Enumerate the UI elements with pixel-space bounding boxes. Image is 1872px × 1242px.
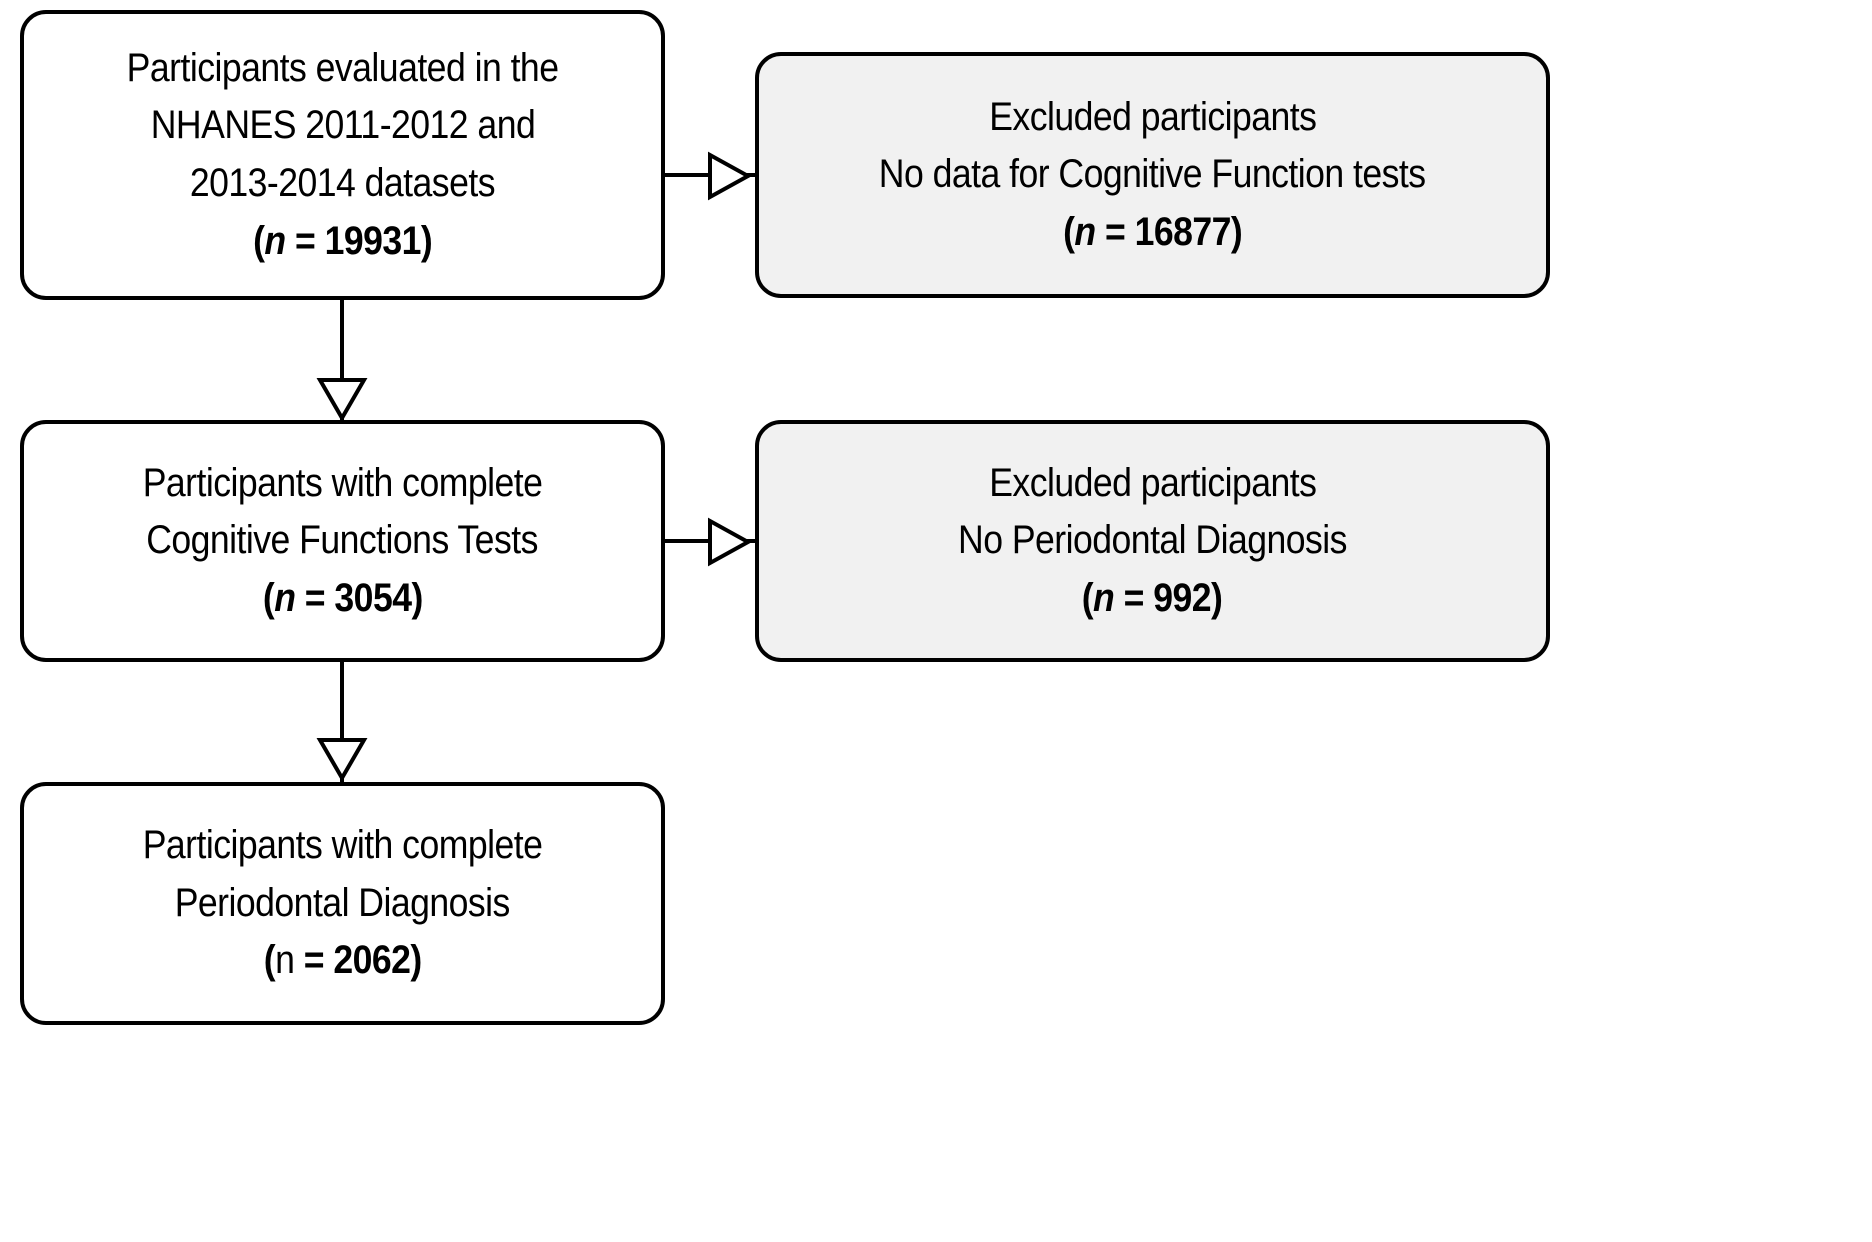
node-count: (n = 992): [1082, 570, 1223, 628]
n-symbol: n: [1074, 209, 1096, 254]
node-line-2: Cognitive Functions Tests: [146, 518, 539, 563]
node-count: (n = 16877): [1062, 204, 1243, 262]
connector-stub-box1-to-box2: [340, 414, 344, 424]
equals-sign: =: [295, 575, 335, 620]
node-line-3: 2013-2014 datasets: [189, 161, 496, 205]
count-value: 3054: [334, 575, 412, 620]
connector-stub-box2-to-excluded2: [745, 539, 759, 543]
connector-stub-box2-to-box3: [340, 774, 344, 784]
count-value: 16877: [1134, 209, 1231, 254]
n-symbol: n: [274, 938, 295, 983]
paren-open: (: [1082, 575, 1094, 620]
connector-line-box2-to-box3: [340, 662, 344, 740]
arrowhead-right-box1-to-excluded1: [708, 151, 753, 201]
node-line-2: NHANES 2011-2012 and: [150, 103, 535, 148]
node-complete-periodontal-diagnosis: Participants with complete Periodontal D…: [20, 782, 665, 1025]
node-line-2: No data for Cognitive Function tests: [879, 152, 1426, 197]
node-line-1: Participants with complete: [142, 823, 543, 868]
arrowhead-right-box2-to-excluded2: [708, 517, 753, 567]
node-line-1: Excluded participants: [988, 460, 1317, 505]
paren-close: ): [410, 938, 422, 983]
node-participants-evaluated: Participants evaluated in the NHANES 201…: [20, 10, 665, 300]
paren-close: ): [411, 575, 423, 620]
equals-sign: =: [1114, 575, 1154, 620]
arrowhead-down-box2-to-box3: [316, 738, 368, 782]
node-line-1: Excluded participants: [988, 94, 1317, 139]
n-symbol: n: [1093, 575, 1115, 620]
node-line-2: Periodontal Diagnosis: [174, 880, 511, 925]
node-excluded-no-periodontal-diagnosis: Excluded participants No Periodontal Dia…: [755, 420, 1550, 662]
paren-close: ): [420, 218, 433, 263]
node-count: (n = 3054): [263, 570, 423, 628]
node-count: (n = 2062): [263, 932, 422, 990]
equals-sign: =: [1095, 209, 1135, 254]
paren-open: (: [262, 575, 275, 620]
connector-line-box1-to-excluded1: [663, 173, 711, 177]
paren-open: (: [263, 938, 275, 983]
count-value: 19931: [324, 218, 421, 263]
node-count: (n = 19931): [252, 213, 433, 271]
paren-open: (: [1062, 209, 1075, 254]
count-value: 2062: [333, 938, 411, 983]
connector-line-box1-to-box2: [340, 300, 344, 380]
paren-close: ): [1230, 209, 1243, 254]
paren-open: (: [252, 218, 265, 263]
node-excluded-no-cognitive-data: Excluded participants No data for Cognit…: [755, 52, 1550, 298]
node-complete-cognitive-tests: Participants with complete Cognitive Fun…: [20, 420, 665, 662]
connector-line-box2-to-excluded2: [663, 539, 711, 543]
count-value: 992: [1153, 575, 1212, 620]
node-line-2: No Periodontal Diagnosis: [958, 518, 1347, 563]
equals-sign: =: [285, 218, 325, 263]
n-symbol: n: [273, 575, 296, 620]
node-line-1: Participants with complete: [142, 460, 543, 505]
n-symbol: n: [264, 218, 286, 263]
paren-close: ): [1211, 575, 1224, 620]
connector-stub-box1-to-excluded1: [745, 173, 759, 177]
arrowhead-down-box1-to-box2: [316, 378, 368, 422]
node-line-1: Participants evaluated in the: [126, 45, 559, 90]
equals-sign: =: [294, 938, 334, 983]
